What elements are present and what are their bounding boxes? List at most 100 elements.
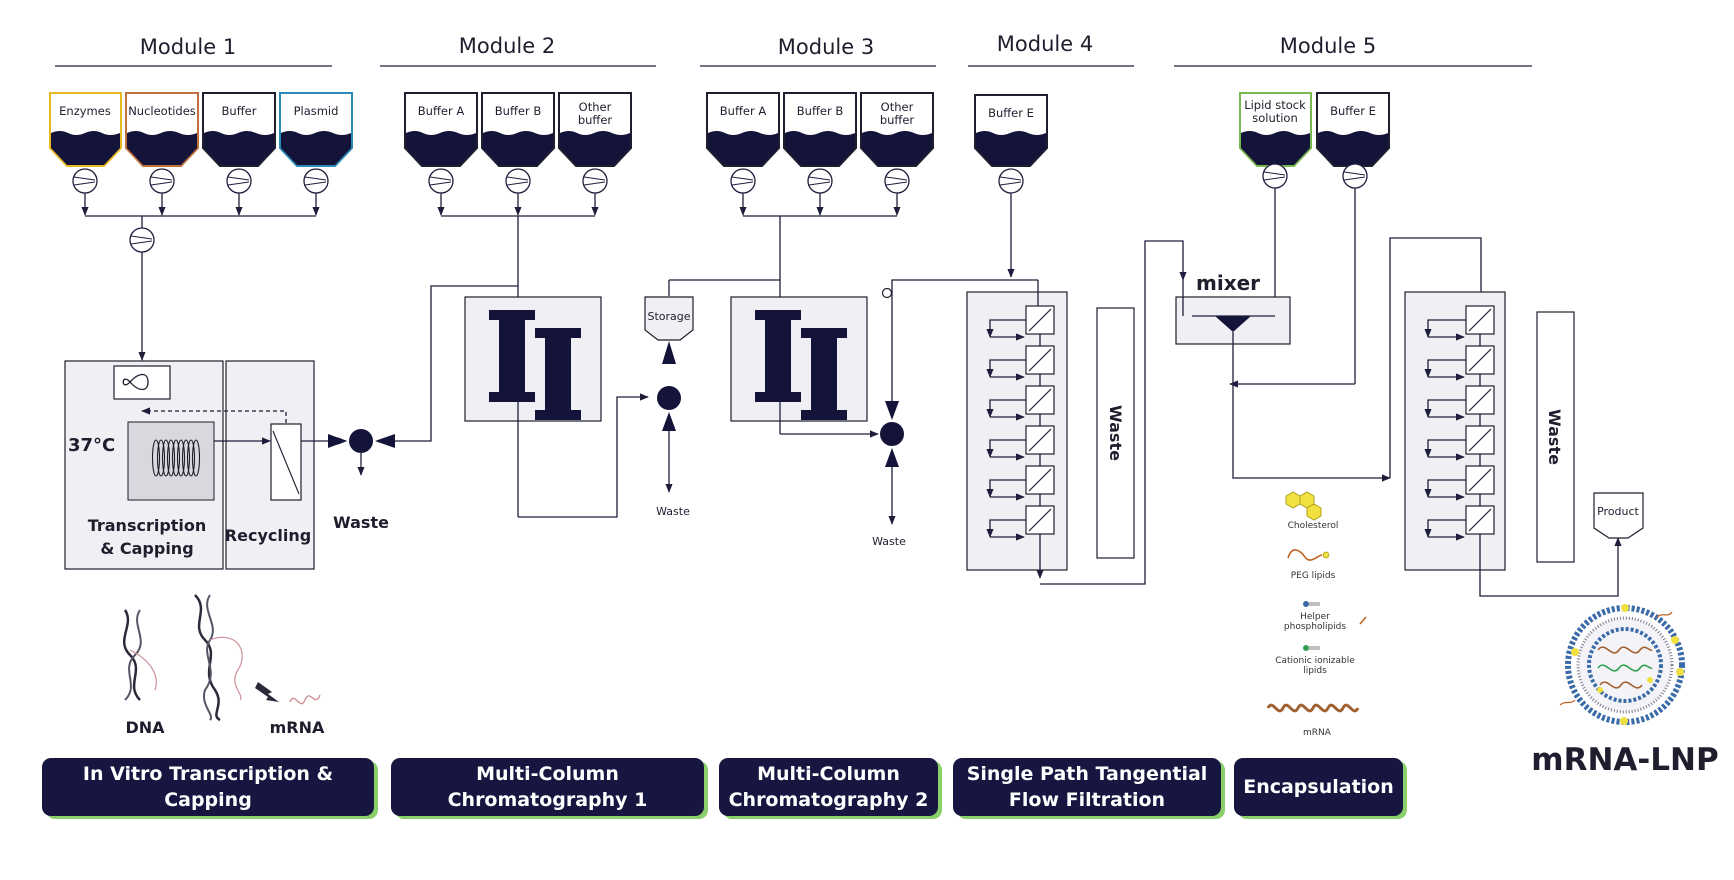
tank-label-m3-buffer: buffer — [880, 113, 915, 127]
tank-m2-buffer-a: Buffer A — [404, 92, 478, 167]
tank-m3-other-buffer: Other buffer — [860, 92, 934, 167]
tank-m2-other-buffer: Other buffer — [558, 92, 632, 167]
banner-mcc-1-line2: Chromatography 1 — [447, 789, 648, 811]
helper-lipid-icon — [1303, 601, 1309, 607]
transcription-label-1: Transcription — [88, 516, 207, 535]
tank-m5-buffer-e: Buffer E — [1316, 92, 1390, 167]
tank-label-m2-other: Other — [579, 100, 612, 114]
waste-label-m2: Waste — [656, 505, 690, 518]
banner-encapsulation: Encapsulation — [1234, 758, 1403, 816]
recycling-label: Recycling — [225, 526, 311, 545]
tank-m3-buffer-a: Buffer A — [706, 92, 780, 167]
module-4-title: Module 4 — [997, 32, 1093, 56]
dna-label: DNA — [125, 718, 165, 737]
tank-plasmid: Plasmid — [279, 92, 353, 167]
storage-area: Storage Waste — [644, 279, 780, 518]
waste-container-m4 — [1096, 307, 1135, 559]
tank-label-m3-buffer-b: Buffer B — [797, 104, 844, 118]
tff-membranes — [986, 305, 1055, 541]
tank-m2-buffer-b: Buffer B — [481, 92, 555, 167]
banner-mcc-1: Multi-Column Chromatography 1 — [391, 758, 704, 816]
product-tank — [1593, 492, 1644, 539]
banner-mcc-1-line1: Multi-Column — [476, 763, 619, 785]
module-3-title: Module 3 — [778, 35, 874, 59]
valve-3 — [880, 422, 904, 446]
mixer-label: mixer — [1196, 271, 1260, 295]
arrow-icon — [255, 682, 279, 702]
tank-enzymes: Enzymes — [49, 92, 122, 167]
tank-label-m2-buffer: buffer — [578, 113, 613, 127]
tank-label-enzymes: Enzymes — [59, 104, 111, 118]
banner-encapsulation-line1: Encapsulation — [1243, 776, 1394, 798]
waste-container-m5 — [1536, 311, 1575, 563]
tank-label-m3-buffer-a: Buffer A — [720, 104, 767, 118]
tank-label-lipid-2: solution — [1252, 111, 1298, 125]
banner-ivt: In Vitro Transcription & Capping — [42, 758, 374, 816]
tanks: Enzymes Nucleotides Buffer Plasmid Buffe… — [49, 92, 1390, 167]
module-2-equipment — [395, 285, 649, 518]
tank-label-m2-buffer-a: Buffer A — [418, 104, 465, 118]
module-2-title: Module 2 — [459, 34, 555, 58]
legend-helper-1: Helper — [1300, 612, 1330, 622]
tank-label-m2-buffer-b: Buffer B — [495, 104, 542, 118]
tank-nucleotides: Nucleotides — [125, 92, 199, 167]
peg-lipid-icon — [1287, 549, 1323, 561]
tank-m4-buffer-e: Buffer E — [974, 94, 1048, 167]
banner-tff-line1: Single Path Tangential — [966, 763, 1208, 785]
dna-illustration: DNA mRNA — [123, 594, 325, 737]
tff-membranes-2 — [1424, 305, 1495, 541]
tank-label-m4-buffer-e: Buffer E — [988, 106, 1034, 120]
module-titles: Module 1 Module 2 Module 3 Module 4 Modu… — [55, 32, 1532, 67]
banner-tff-line2: Flow Filtration — [1008, 789, 1166, 811]
cholesterol-icon — [1285, 491, 1322, 521]
legend-cholesterol: Cholesterol — [1288, 521, 1339, 531]
waste-label-m4: Waste — [1106, 405, 1125, 461]
legend-cationic-2: lipids — [1303, 666, 1327, 676]
banner-tff: Single Path Tangential Flow Filtration — [953, 758, 1221, 816]
module-1-title: Module 1 — [140, 35, 236, 59]
tank-label-plasmid: Plasmid — [294, 104, 339, 118]
module-5-title: Module 5 — [1280, 34, 1376, 58]
mixer-icon — [122, 373, 149, 391]
temperature-label: 37°C — [68, 435, 115, 456]
waste-label-m5: Waste — [1545, 409, 1564, 465]
tank-label-lipid-1: Lipid stock — [1244, 98, 1306, 112]
mrna-lnp-label: mRNA-LNP — [1531, 742, 1718, 778]
legend-mrna: mRNA — [1303, 728, 1332, 738]
valve-1 — [349, 429, 373, 453]
module-4-equipment: Waste — [966, 240, 1187, 585]
waste-label-m1: Waste — [333, 513, 389, 532]
module-5-equipment: mixer Waste Product — [1175, 237, 1644, 597]
module-1-equipment: 37°C Transcription & Capping Recycling W… — [64, 360, 395, 570]
tank-m3-buffer-b: Buffer B — [783, 92, 857, 167]
mrna-helix-icon — [1266, 703, 1360, 713]
tank-buffer: Buffer — [202, 92, 276, 167]
legend-peg: PEG lipids — [1291, 571, 1336, 581]
product-label: Product — [1597, 505, 1639, 518]
tank-label-m3-other: Other — [881, 100, 914, 114]
lnp-legend: Cholesterol PEG lipids Helper phospholip… — [1266, 491, 1367, 738]
banner-ivt-line1: In Vitro Transcription & Capping — [82, 763, 334, 811]
storage-label: Storage — [647, 310, 690, 323]
transcription-label-2: & Capping — [100, 539, 193, 558]
tank-label-m5-buffer-e: Buffer E — [1330, 104, 1376, 118]
module-3-equipment: Waste — [730, 279, 1038, 548]
tank-label-nucleotides: Nucleotides — [128, 104, 196, 118]
storage-tank — [644, 296, 694, 341]
tank-label-buffer: Buffer — [222, 104, 257, 118]
coil-icon — [151, 439, 201, 477]
mrna-label: mRNA — [270, 718, 325, 737]
valve-2 — [657, 386, 681, 410]
mixer-icon-triangle — [1215, 316, 1251, 332]
mrna-strand-icon — [289, 694, 321, 705]
lnp-particle-icon — [1559, 604, 1685, 725]
banner-mcc-2-line1: Multi-Column — [757, 763, 900, 785]
banner-mcc-2: Multi-Column Chromatography 2 — [719, 758, 938, 816]
tank-lipid-stock: Lipid stock solution — [1239, 92, 1312, 167]
banner-mcc-2-line2: Chromatography 2 — [728, 789, 929, 811]
legend-helper-2: phospholipids — [1284, 622, 1346, 632]
cationic-lipid-icon — [1303, 645, 1309, 651]
waste-label-m3: Waste — [872, 535, 906, 548]
pumps-and-lines — [72, 163, 1368, 388]
